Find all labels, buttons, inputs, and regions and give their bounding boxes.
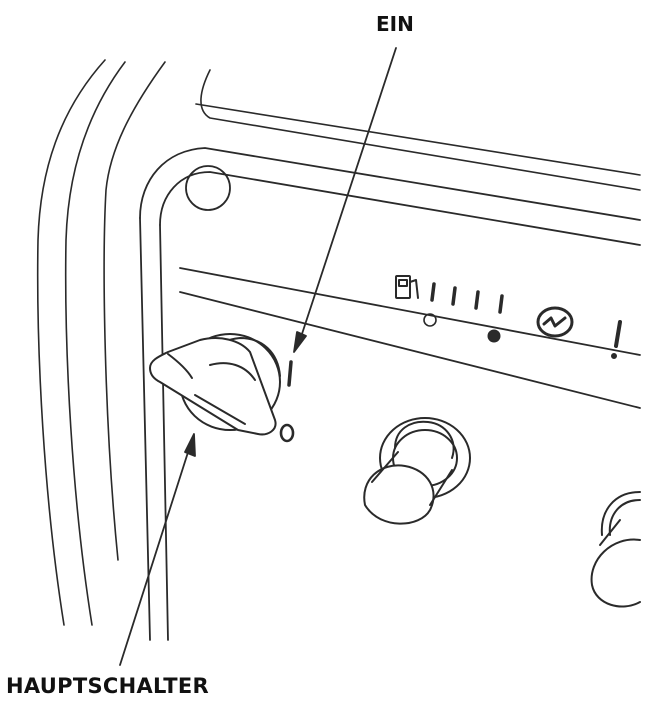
switch-position-marks bbox=[279, 360, 295, 443]
second-outlet-cap bbox=[590, 491, 641, 608]
fuel-level-bars bbox=[430, 282, 504, 314]
main-switch-knob[interactable] bbox=[149, 333, 281, 436]
on-position-mark bbox=[287, 360, 293, 387]
mounting-screw bbox=[185, 165, 231, 211]
warning-exclamation-icon bbox=[611, 320, 622, 359]
output-indicator-lamp bbox=[423, 313, 437, 327]
control-panel-outline bbox=[139, 147, 641, 641]
overload-indicator-lamp bbox=[487, 329, 501, 343]
ein-label: EIN bbox=[376, 12, 414, 36]
main-switch-leader-arrow bbox=[119, 433, 196, 666]
fuel-gauge-icon bbox=[395, 275, 419, 299]
housing-outline bbox=[36, 59, 641, 626]
indicator-strip bbox=[395, 275, 622, 359]
ac-outlet-cap bbox=[363, 417, 471, 525]
ein-leader-arrow bbox=[293, 47, 397, 353]
off-position-mark bbox=[279, 423, 295, 443]
main-switch-label: HAUPTSCHALTER bbox=[6, 674, 209, 698]
eco-throttle-icon bbox=[536, 306, 574, 338]
